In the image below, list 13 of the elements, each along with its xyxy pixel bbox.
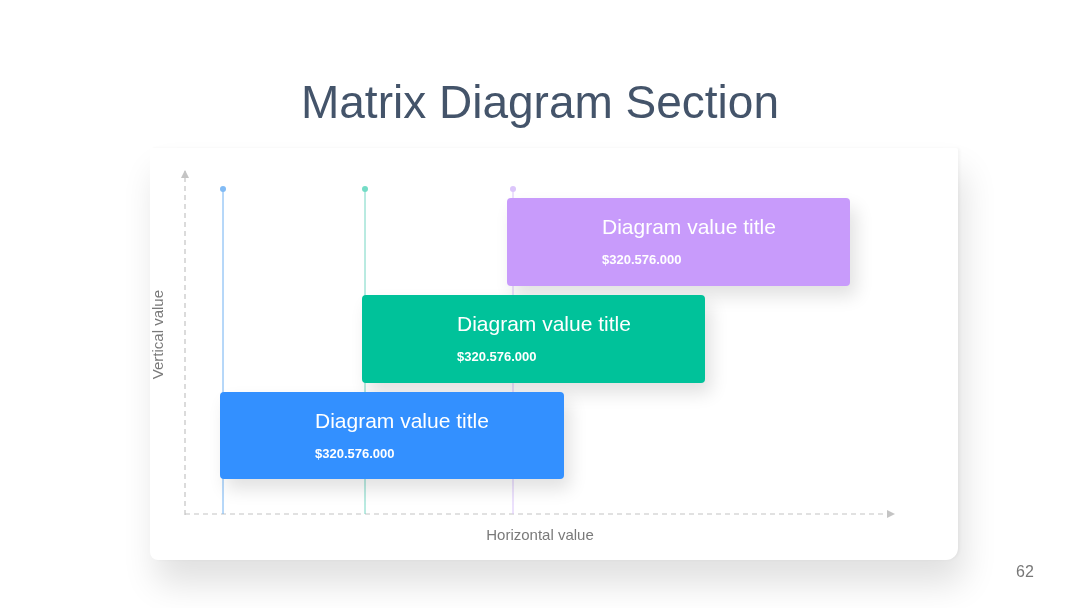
box-value: $320.576.000 [602, 252, 682, 268]
value-box [507, 198, 850, 286]
box-title: Diagram value title [457, 311, 631, 337]
axis-label: Vertical value [149, 290, 166, 380]
box-value: $320.576.000 [315, 446, 395, 462]
page-number: 62 [1016, 563, 1034, 581]
value-box [362, 295, 705, 383]
box-value: $320.576.000 [457, 349, 537, 365]
slide-title: Matrix Diagram Section [299, 75, 780, 130]
box-title: Diagram value title [315, 408, 489, 434]
axis-label: Horizontal value [486, 526, 594, 544]
box-title: Diagram value title [602, 214, 776, 240]
value-box [220, 392, 564, 479]
